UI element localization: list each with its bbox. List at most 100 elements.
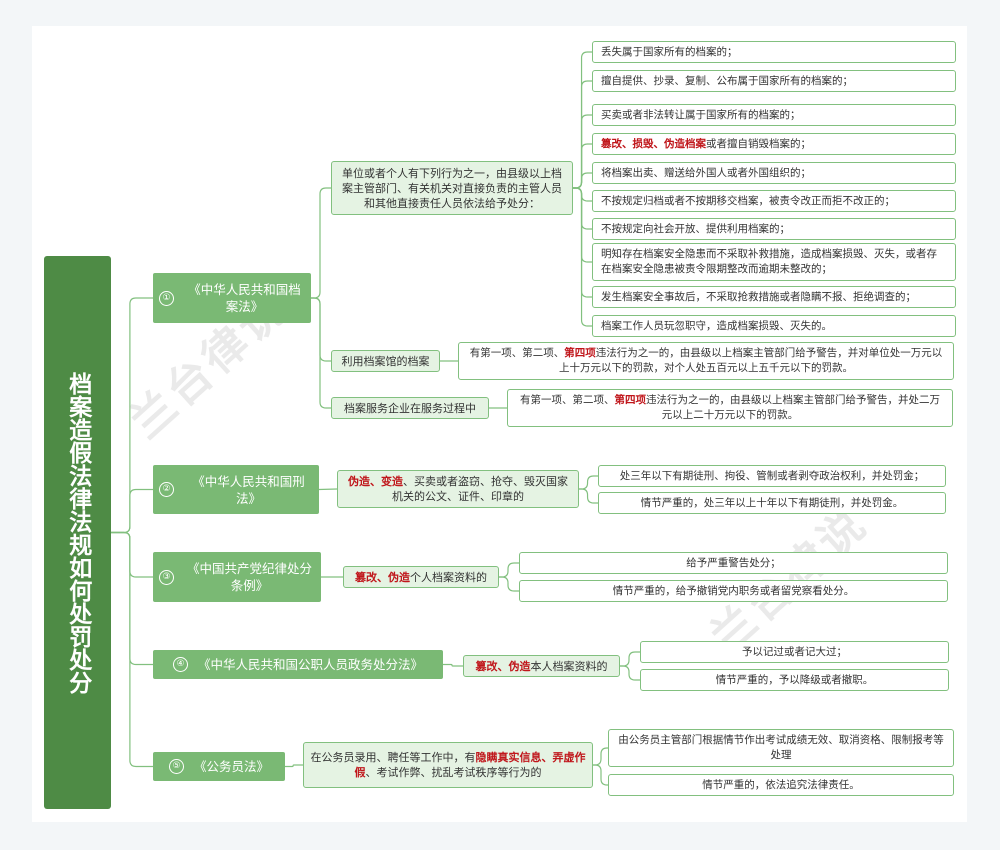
branch-number-badge: ③ xyxy=(159,569,174,585)
penalty-node[interactable]: 档案工作人员玩忽职守，造成档案损毁、灭失的。 xyxy=(592,315,956,337)
penalty-node[interactable]: 情节严重的，给予撤销党内职务或者留党察看处分。 xyxy=(519,580,948,602)
node-text: 予以记过或者记大过； xyxy=(742,645,847,660)
condition-node[interactable]: 利用档案馆的档案 xyxy=(331,350,440,372)
penalty-node[interactable]: 发生档案安全事故后，不采取抢救措施或者隐瞒不报、拒绝调查的； xyxy=(592,286,956,308)
node-text: 档案服务企业在服务过程中 xyxy=(344,401,476,416)
text-run: 将档案出卖、赠送给外国人或者外国组织的； xyxy=(601,166,811,179)
text-run: 有第一项、第二项、 xyxy=(469,347,565,359)
node-text: 擅自提供、抄录、复制、公布属于国家所有的档案的； xyxy=(601,74,853,89)
branch-node[interactable]: ② 《中华人民共和国刑法》 xyxy=(153,465,319,514)
text-run: 情节严重的，处三年以上十年以下有期徒刑，并处罚金。 xyxy=(640,496,904,509)
node-text: 在公务员录用、聘任等工作中，有隐瞒真实信息、弄虚作假、考试作弊、扰乱考试秩序等行… xyxy=(310,750,586,780)
node-text: 有第一项、第二项、第四项违法行为之一的，由县级以上档案主管部门给予警告，并对单位… xyxy=(467,346,945,376)
penalty-node[interactable]: 买卖或者非法转让属于国家所有的档案的； xyxy=(592,104,956,126)
text-run: 明知存在档案安全隐患而不采取补救措施，造成档案损毁、灭失，或者存在档案安全隐患被… xyxy=(601,248,937,275)
penalty-node[interactable]: 予以记过或者记大过； xyxy=(640,641,949,663)
text-run: 处三年以下有期徒刑、拘役、管制或者剥夺政治权利，并处罚金； xyxy=(619,469,925,482)
penalty-node[interactable]: 篡改、损毁、伪造档案或者擅自销毁档案的； xyxy=(592,133,956,155)
node-text: 情节严重的，予以降级或者撤职。 xyxy=(716,673,874,688)
branch-node[interactable]: ④ 《中华人民共和国公职人员政务处分法》 xyxy=(153,650,443,679)
penalty-node[interactable]: 不按规定向社会开放、提供利用档案的； xyxy=(592,218,956,240)
text-run: 个人档案资料的 xyxy=(410,570,487,584)
branch-number-badge: ② xyxy=(159,482,174,497)
penalty-node[interactable]: 给予严重警告处分； xyxy=(519,552,948,574)
condition-node[interactable]: 单位或者个人有下列行为之一，由县级以上档案主管部门、有关机关对直接负责的主管人员… xyxy=(331,161,573,215)
penalty-node[interactable]: 情节严重的，处三年以上十年以下有期徒刑，并处罚金。 xyxy=(598,492,946,514)
branch-node[interactable]: ⑤《公务员法》 xyxy=(153,752,285,781)
penalty-node[interactable]: 情节严重的，依法追究法律责任。 xyxy=(608,774,954,796)
node-text: 买卖或者非法转让属于国家所有的档案的； xyxy=(601,108,801,123)
text-run: 由公务员主管部门根据情节作出考试成绩无效、取消资格、限制报考等处理 xyxy=(618,734,944,761)
branch-title: 《公务员法》 xyxy=(193,759,269,774)
text-run: 不按规定向社会开放、提供利用档案的； xyxy=(601,222,790,235)
text-run: 违法行为之一的，由县级以上档案主管部门给予警告，并处二万元以上二十万元以下的罚款… xyxy=(646,394,940,421)
text-run: 或者擅自销毁档案的； xyxy=(706,137,811,150)
branch-node[interactable]: ③《中国共产党纪律处分条例》 xyxy=(153,552,321,602)
text-run: 档案工作人员玩忽职守，造成档案损毁、灭失的。 xyxy=(601,319,832,332)
node-text: 篡改、损毁、伪造档案或者擅自销毁档案的； xyxy=(601,137,811,152)
node-text: 伪造、变造、买卖或者盗窃、抢夺、毁灭国家机关的公文、证件、印章的 xyxy=(344,474,572,504)
condition-node[interactable]: 篡改、伪造个人档案资料的 xyxy=(343,566,499,588)
penalty-node[interactable]: 明知存在档案安全隐患而不采取补救措施，造成档案损毁、灭失，或者存在档案安全隐患被… xyxy=(592,243,956,281)
penalty-node[interactable]: 将档案出卖、赠送给外国人或者外国组织的； xyxy=(592,162,956,184)
condition-node[interactable]: 篡改、伪造本人档案资料的 xyxy=(463,655,620,677)
node-text: 明知存在档案安全隐患而不采取补救措施，造成档案损毁、灭失，或者存在档案安全隐患被… xyxy=(601,247,947,277)
text-run: 不按规定归档或者不按期移交档案，被责令改正而拒不改正的； xyxy=(601,194,895,207)
text-run: 发生档案安全事故后，不采取抢救措施或者隐瞒不报、拒绝调查的； xyxy=(601,290,916,303)
text-run: 单位或者个人有下列行为之一，由县级以上档案主管部门、有关机关对直接负责的主管人员… xyxy=(342,166,562,210)
branch-number-badge: ④ xyxy=(172,657,188,672)
penalty-node[interactable]: 情节严重的，予以降级或者撤职。 xyxy=(640,669,949,691)
branch-title: 《中华人民共和国刑法》 xyxy=(192,473,305,506)
highlight-text: 隐瞒真实信息、弄虚作假 xyxy=(354,751,586,779)
highlight-text: 伪造、变造 xyxy=(348,475,403,488)
highlight-text: 第四项 xyxy=(564,347,596,359)
root-node[interactable]: 档案造假法律法规如何处罚处分 xyxy=(44,256,111,809)
highlight-text: 篡改、损毁、伪造档案 xyxy=(601,137,706,150)
text-run: 有第一项、第二项、 xyxy=(520,394,615,406)
node-text: 发生档案安全事故后，不采取抢救措施或者隐瞒不报、拒绝调查的； xyxy=(601,290,916,305)
text-run: 情节严重的，依法追究法律责任。 xyxy=(702,778,860,791)
node-text: 处三年以下有期徒刑、拘役、管制或者剥夺政治权利，并处罚金； xyxy=(620,469,925,484)
penalty-node[interactable]: 处三年以下有期徒刑、拘役、管制或者剥夺政治权利，并处罚金； xyxy=(598,465,946,487)
branch-node[interactable]: ①《中华人民共和国档案法》 xyxy=(153,273,311,323)
text-run: 给予严重警告处分； xyxy=(686,556,781,569)
highlight-text: 篡改、伪造 xyxy=(475,659,531,673)
node-text: 不按规定向社会开放、提供利用档案的； xyxy=(601,222,790,237)
text-run: 擅自提供、抄录、复制、公布属于国家所有的档案的； xyxy=(601,74,853,87)
branch-title: 《中华人民共和国公职人员政务处分法》 xyxy=(197,657,423,672)
text-run: 买卖或者非法转让属于国家所有的档案的； xyxy=(601,108,801,121)
node-text: 给予严重警告处分； xyxy=(686,556,781,571)
highlight-text: 篡改、伪造 xyxy=(355,570,410,584)
text-run: 本人档案资料的 xyxy=(530,659,608,673)
node-text: 利用档案馆的档案 xyxy=(342,354,430,369)
penalty-node[interactable]: 擅自提供、抄录、复制、公布属于国家所有的档案的； xyxy=(592,70,956,92)
text-run: 丢失属于国家所有的档案的； xyxy=(601,45,738,58)
node-text: 将档案出卖、赠送给外国人或者外国组织的； xyxy=(601,166,811,181)
text-run: 、考试作弊、扰乱考试秩序等行为的 xyxy=(365,766,542,779)
condition-node[interactable]: 伪造、变造、买卖或者盗窃、抢夺、毁灭国家机关的公文、证件、印章的 xyxy=(337,470,579,508)
text-run: 予以记过或者记大过； xyxy=(742,645,847,658)
text-run: 情节严重的，予以降级或者撤职。 xyxy=(715,673,874,686)
highlight-text: 第四项 xyxy=(614,394,647,406)
text-run: 利用档案馆的档案 xyxy=(341,354,430,368)
node-text: 由公务员主管部门根据情节作出考试成绩无效、取消资格、限制报考等处理 xyxy=(617,733,945,763)
node-text: 单位或者个人有下列行为之一，由县级以上档案主管部门、有关机关对直接负责的主管人员… xyxy=(338,166,566,211)
node-text: 篡改、伪造本人档案资料的 xyxy=(476,659,608,674)
node-text: 档案工作人员玩忽职守，造成档案损毁、灭失的。 xyxy=(601,319,832,334)
condition-node[interactable]: 档案服务企业在服务过程中 xyxy=(331,397,489,419)
penalty-node[interactable]: 有第一项、第二项、第四项违法行为之一的，由县级以上档案主管部门给予警告，并对单位… xyxy=(458,342,954,380)
node-text: 情节严重的，处三年以上十年以下有期徒刑，并处罚金。 xyxy=(641,496,904,511)
text-run: 、买卖或者盗窃、抢夺、毁灭国家机关的公文、证件、印章的 xyxy=(392,475,568,503)
penalty-node[interactable]: 由公务员主管部门根据情节作出考试成绩无效、取消资格、限制报考等处理 xyxy=(608,729,954,767)
penalty-node[interactable]: 不按规定归档或者不按期移交档案，被责令改正而拒不改正的； xyxy=(592,190,956,212)
text-run: 情节严重的，给予撤销党内职务或者留党察看处分。 xyxy=(612,584,855,597)
penalty-node[interactable]: 丢失属于国家所有的档案的； xyxy=(592,41,956,63)
penalty-node[interactable]: 有第一项、第二项、第四项违法行为之一的，由县级以上档案主管部门给予警告，并处二万… xyxy=(507,389,953,427)
text-run: 在公务员录用、聘任等工作中，有 xyxy=(310,751,476,764)
node-text: 有第一项、第二项、第四项违法行为之一的，由县级以上档案主管部门给予警告，并处二万… xyxy=(516,393,944,423)
node-text: 不按规定归档或者不按期移交档案，被责令改正而拒不改正的； xyxy=(601,194,895,209)
branch-number-badge: ① xyxy=(159,290,174,306)
condition-node[interactable]: 在公务员录用、聘任等工作中，有隐瞒真实信息、弄虚作假、考试作弊、扰乱考试秩序等行… xyxy=(303,742,593,788)
node-text: 丢失属于国家所有的档案的； xyxy=(601,45,738,60)
text-run: 档案服务企业在服务过程中 xyxy=(344,401,476,415)
